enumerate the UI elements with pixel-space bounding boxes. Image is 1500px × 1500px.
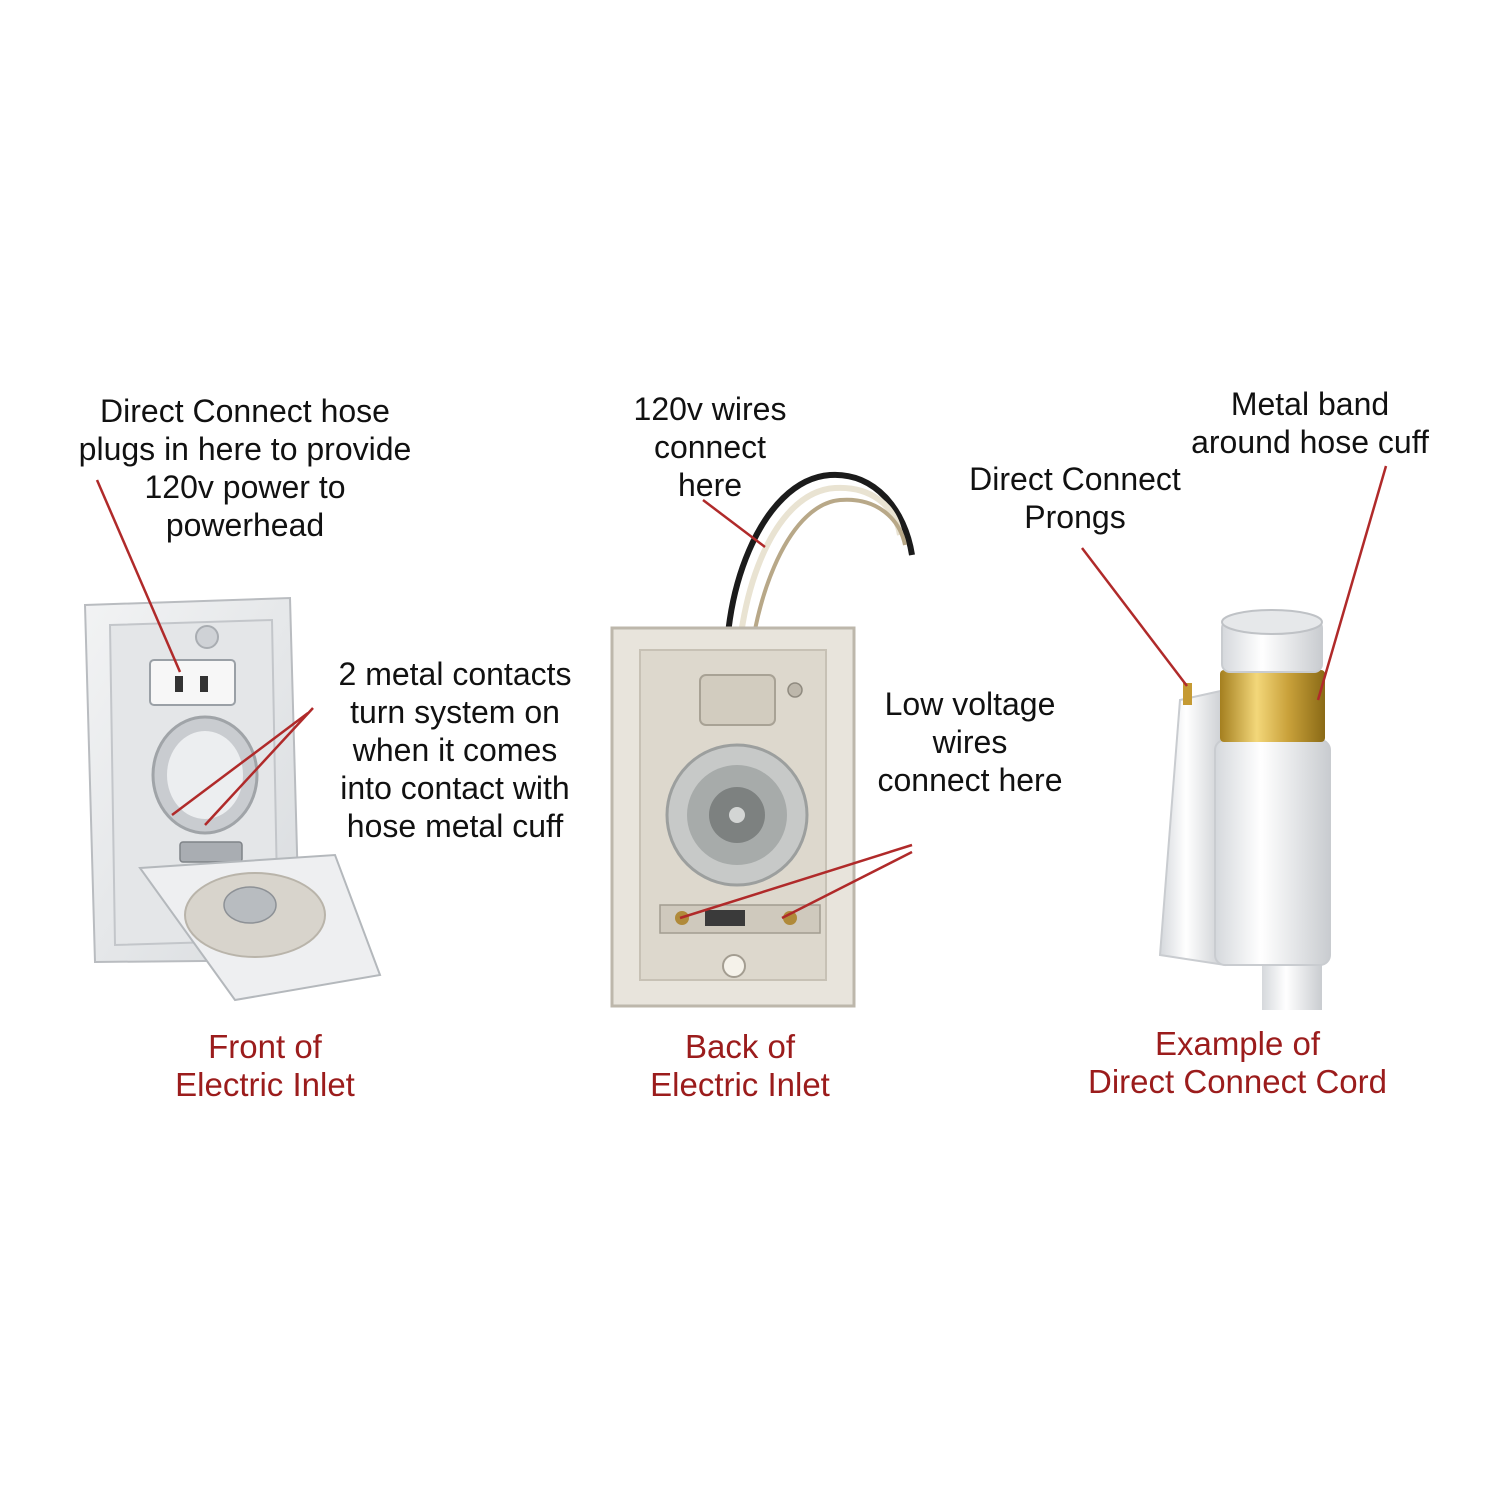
electric-inlet-front-illustration (83, 596, 382, 1002)
callout-120v-wires: 120v wires connect here (633, 391, 787, 503)
leader-line-low-voltage-2 (781, 850, 913, 920)
leader-line-low-voltage-1 (679, 843, 913, 920)
caption-front-of-electric-inlet: Front of Electric Inlet (175, 1028, 355, 1103)
direct-connect-cord-illustration (1158, 609, 1331, 1010)
callout-metal-contacts: 2 metal contacts turn system on when it … (338, 656, 572, 844)
callout-low-voltage-wires: Low voltage wires connect here (877, 686, 1063, 798)
leader-line-prongs (1081, 547, 1188, 687)
leader-line-metal-band (1316, 465, 1388, 701)
caption-back-of-electric-inlet: Back of Electric Inlet (650, 1028, 830, 1103)
leader-line-hose-plug (95, 479, 182, 673)
leader-line-contact-1 (171, 712, 309, 816)
callout-hose-plug: Direct Connect hose plugs in here to pro… (78, 393, 412, 543)
callout-metal-band: Metal band around hose cuff (1191, 386, 1429, 460)
leader-line-contact-2 (204, 707, 314, 826)
callout-direct-connect-prongs: Direct Connect Prongs (969, 461, 1181, 535)
electric-inlet-back-illustration (610, 471, 915, 1008)
leader-line-120v-wires (702, 499, 766, 548)
caption-direct-connect-cord: Example of Direct Connect Cord (1088, 1025, 1387, 1100)
leader-lines (95, 465, 1388, 920)
